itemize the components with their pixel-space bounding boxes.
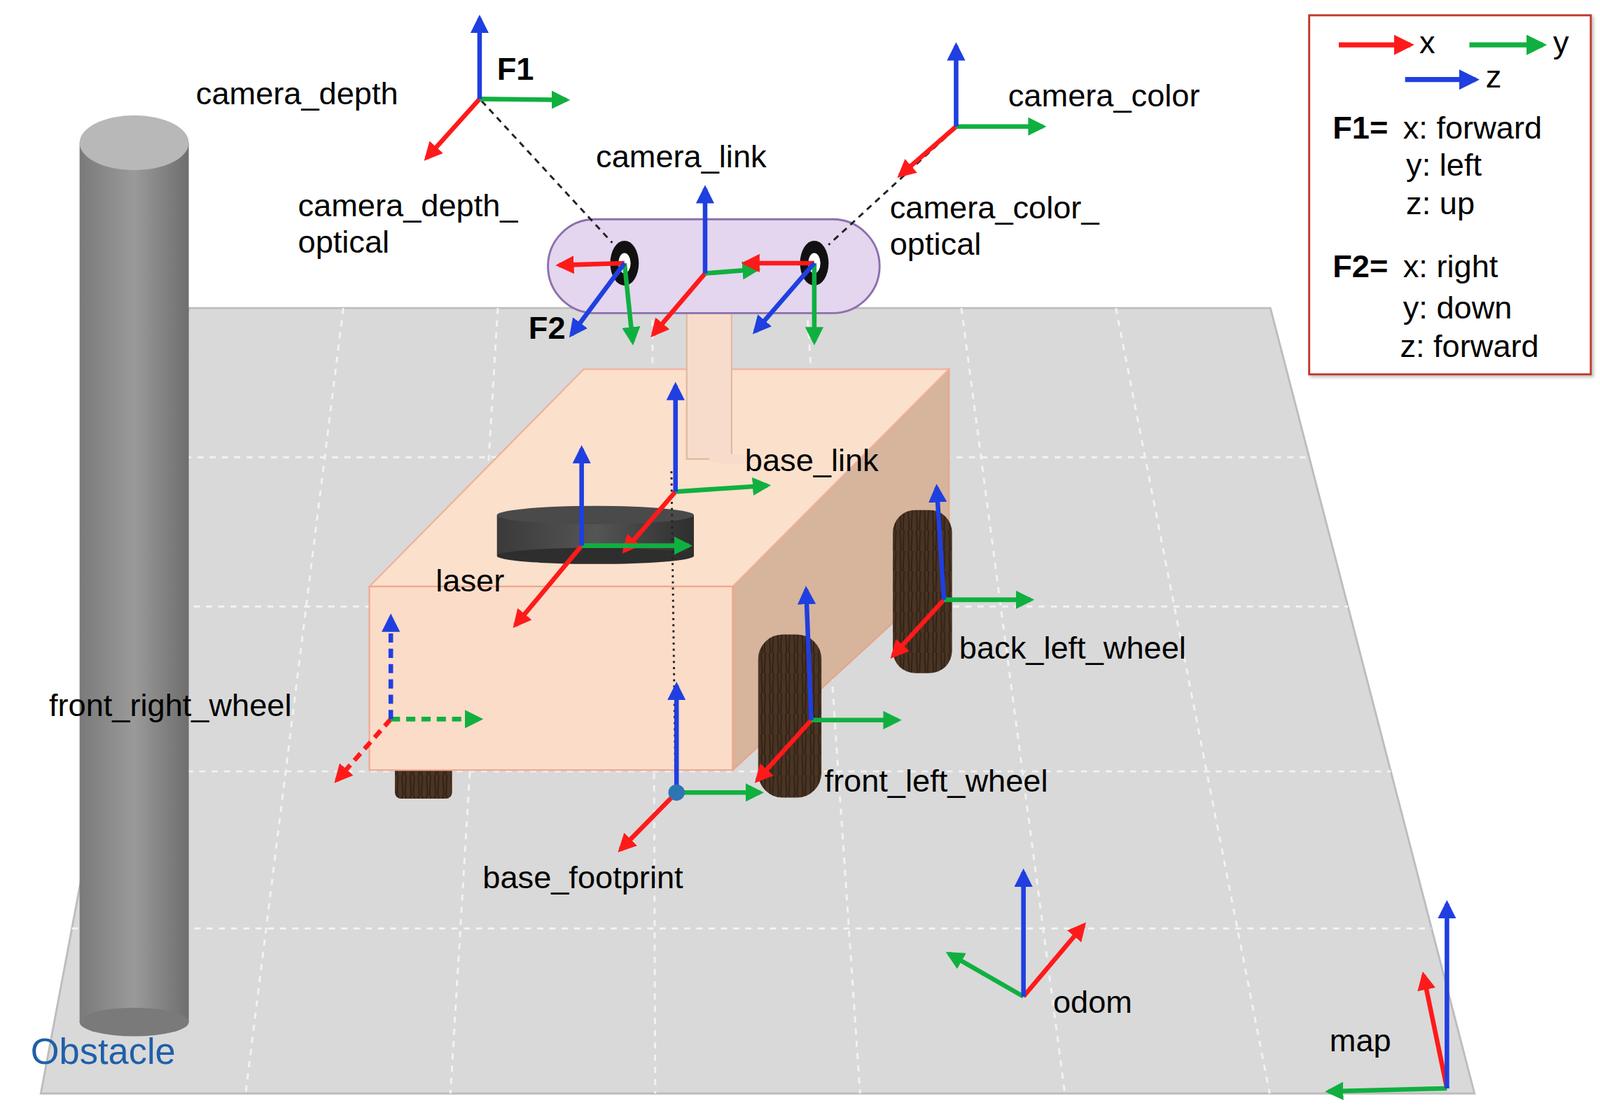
- frame: [948, 872, 1084, 998]
- legend-text: x: [1419, 24, 1436, 61]
- frame-label: map: [1329, 1023, 1392, 1061]
- frame-label: F1: [497, 51, 535, 88]
- legend-text: y: [1553, 24, 1570, 61]
- frame-label: front_left_wheel: [824, 763, 1048, 800]
- frame-label: base_link: [745, 442, 879, 479]
- legend-note: x: right: [1403, 249, 1499, 286]
- frame: [426, 18, 567, 159]
- legend-note: z: up: [1406, 185, 1475, 222]
- legend-note: z: forward: [1399, 328, 1539, 365]
- legend-note: F1=: [1332, 109, 1388, 147]
- obstacle-cylinder: [79, 115, 190, 1038]
- frame-label: base_footprint: [482, 859, 683, 897]
- frame-label: laser: [435, 562, 505, 600]
- legend-note: x: forward: [1403, 109, 1542, 147]
- legend-text: z: [1485, 59, 1502, 96]
- laser-scanner: [497, 506, 694, 565]
- frame: [653, 189, 758, 335]
- frame-label: camera_color_ optical: [889, 189, 1145, 264]
- frame: [336, 617, 480, 781]
- legend-note: F2=: [1332, 249, 1388, 286]
- frame-label: F2: [528, 310, 566, 347]
- leader-lines: [481, 100, 955, 788]
- frame-label: camera_depth_ optical: [298, 187, 538, 262]
- frame: [559, 263, 633, 342]
- legend-note: y: down: [1403, 289, 1513, 327]
- frame-label: camera_link: [595, 138, 767, 176]
- legend-note: y: left: [1406, 147, 1482, 184]
- frame: [745, 263, 815, 342]
- floor: [40, 308, 1474, 1094]
- frame: [515, 448, 690, 626]
- frame-label: odom: [1053, 984, 1133, 1021]
- obstacle-label: Obstacle: [30, 1033, 176, 1070]
- frame-label: back_left_wheel: [959, 630, 1187, 668]
- footprint-dot: [668, 784, 685, 802]
- frame: [756, 589, 898, 781]
- frame: [620, 685, 761, 851]
- frame-label: camera_depth: [196, 75, 399, 113]
- frame: [1328, 903, 1447, 1092]
- frame-label: front_right_wheel: [49, 687, 292, 725]
- robot-body: [369, 219, 953, 799]
- frame-label: camera_color: [1008, 77, 1201, 115]
- frame-axes: [336, 18, 1448, 1092]
